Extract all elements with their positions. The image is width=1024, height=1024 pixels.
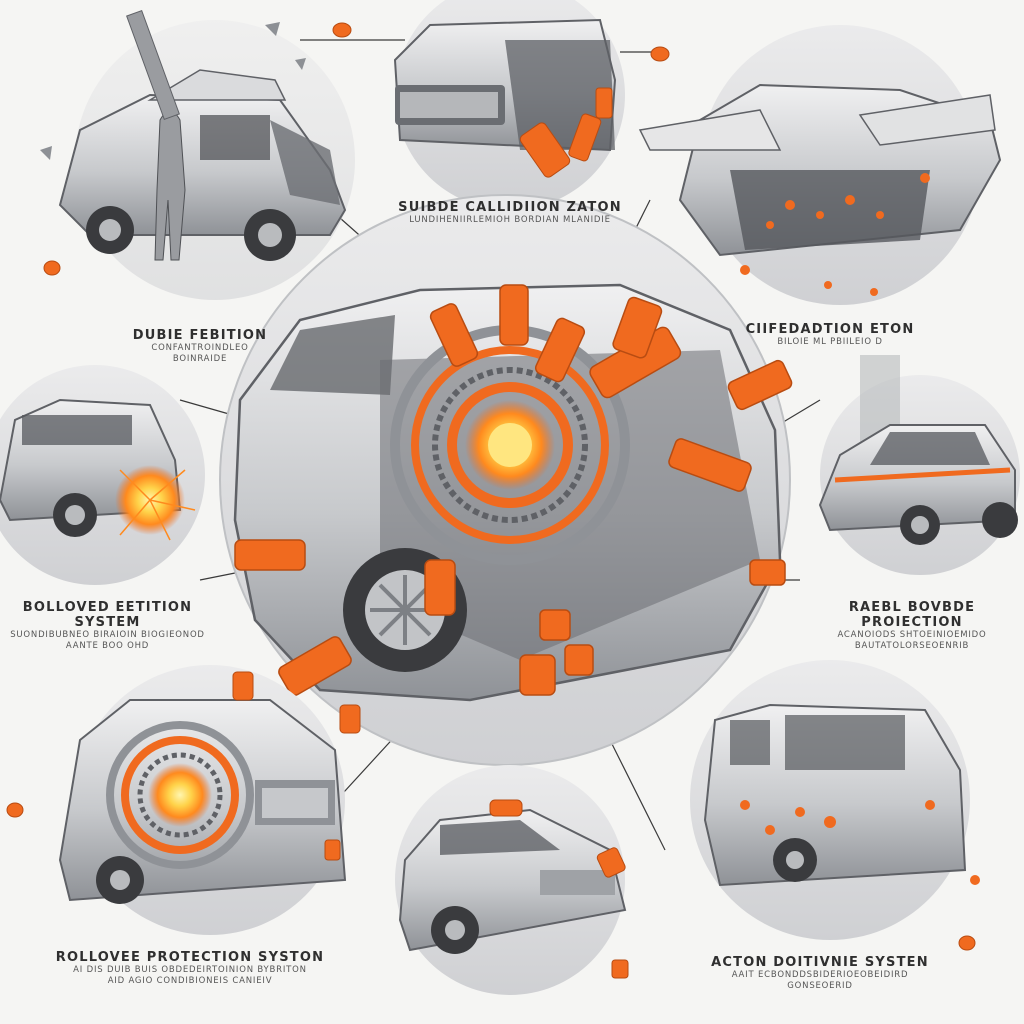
label-top-center: SUIBDE CALLIDIION ZATON LUNDIHENIIRLEMIO…: [380, 200, 640, 226]
hatchback-icon: [818, 355, 1020, 575]
label-upper-right-subtitle: BILOIE ML PBIILEIO D: [777, 337, 883, 347]
label-mid-right-subtitle-1: ACANOIODS SHTOEINIOEMIDO: [837, 630, 987, 640]
label-bottom-right: ACTON DOITIVNIE SYSTEN AAIT ECBONDDSBIDE…: [710, 955, 930, 992]
label-upper-right-title: CIIFEDADTION ETON: [745, 322, 915, 337]
crashed-truck-front-icon: [393, 0, 625, 210]
label-upper-left-subtitle-1: CONFANTROINDLEO: [151, 343, 249, 353]
callout-dot-top-right: [650, 46, 670, 62]
label-bottom-left-title: ROLLOVEE PROTECTION SYSTON: [55, 950, 325, 965]
label-top-center-title: SUIBDE CALLIDIION ZATON: [398, 200, 622, 215]
label-bottom-left-subtitle-1: AI DIS DUIB BUIS OBDEDEIRTOINION BYBRITO…: [73, 965, 307, 975]
label-mid-right: RAEBL BOVBDE PROIECTION ACANOIODS SHTOEI…: [800, 600, 1024, 652]
callout-dot-bottom-left: [6, 802, 24, 818]
orange-debris-blocks: [234, 284, 793, 696]
label-upper-right: CIIFEDADTION ETON BILOIE ML PBIILEIO D: [740, 322, 920, 348]
label-mid-right-subtitle-2: BAUTATOLORSEOENRIB: [854, 641, 970, 651]
callout-dots: [6, 22, 976, 951]
crossover-suv-icon: [395, 765, 629, 995]
label-bottom-right-subtitle-2: GONSEOERID: [787, 981, 853, 991]
label-bottom-left-subtitle-2: AID AGIO CONDIBIONEIS CANIEIV: [107, 976, 273, 986]
crashed-pickup-icon: [40, 9, 355, 300]
label-upper-left: DUBIE FEBITION CONFANTROINDLEO BOINRAIDE: [130, 328, 270, 365]
exploded-car-core-icon: [219, 194, 793, 766]
label-mid-left: BOLLOVED EETITION SYSTEM SUONDIBUBNEO BI…: [0, 600, 215, 652]
callout-dot-bottom-right: [958, 935, 976, 951]
label-bottom-right-title: ACTON DOITIVNIE SYSTEN: [711, 955, 929, 970]
label-upper-left-subtitle-2: BOINRAIDE: [172, 354, 228, 364]
callout-dot-top: [332, 22, 352, 38]
crumpled-sedan-icon: [638, 25, 1002, 305]
label-bottom-right-subtitle-1: AAIT ECBONDDSBIDERIOEOBEIDIRD: [731, 970, 909, 980]
suv-energy-ring-icon: [58, 665, 361, 935]
suv-collision-spark-icon: [0, 365, 205, 585]
label-top-center-subtitle: LUNDIHENIIRLEMIOH BORDIAN MLANIDIE: [409, 215, 611, 225]
label-mid-left-subtitle-2: AANTE BOO OHD: [65, 641, 150, 651]
label-mid-right-title: RAEBL BOVBDE PROIECTION: [848, 600, 976, 630]
minibus-icon: [690, 660, 980, 940]
label-mid-left-title: BOLLOVED EETITION SYSTEM: [22, 600, 193, 630]
label-bottom-left: ROLLOVEE PROTECTION SYSTON AI DIS DUIB B…: [55, 950, 325, 987]
label-mid-left-subtitle-1: SUONDIBUBNEO BIRAIOIN BIOGIEONOD: [10, 630, 205, 640]
callout-dot-left: [43, 260, 61, 276]
label-upper-left-title: DUBIE FEBITION: [132, 328, 268, 343]
